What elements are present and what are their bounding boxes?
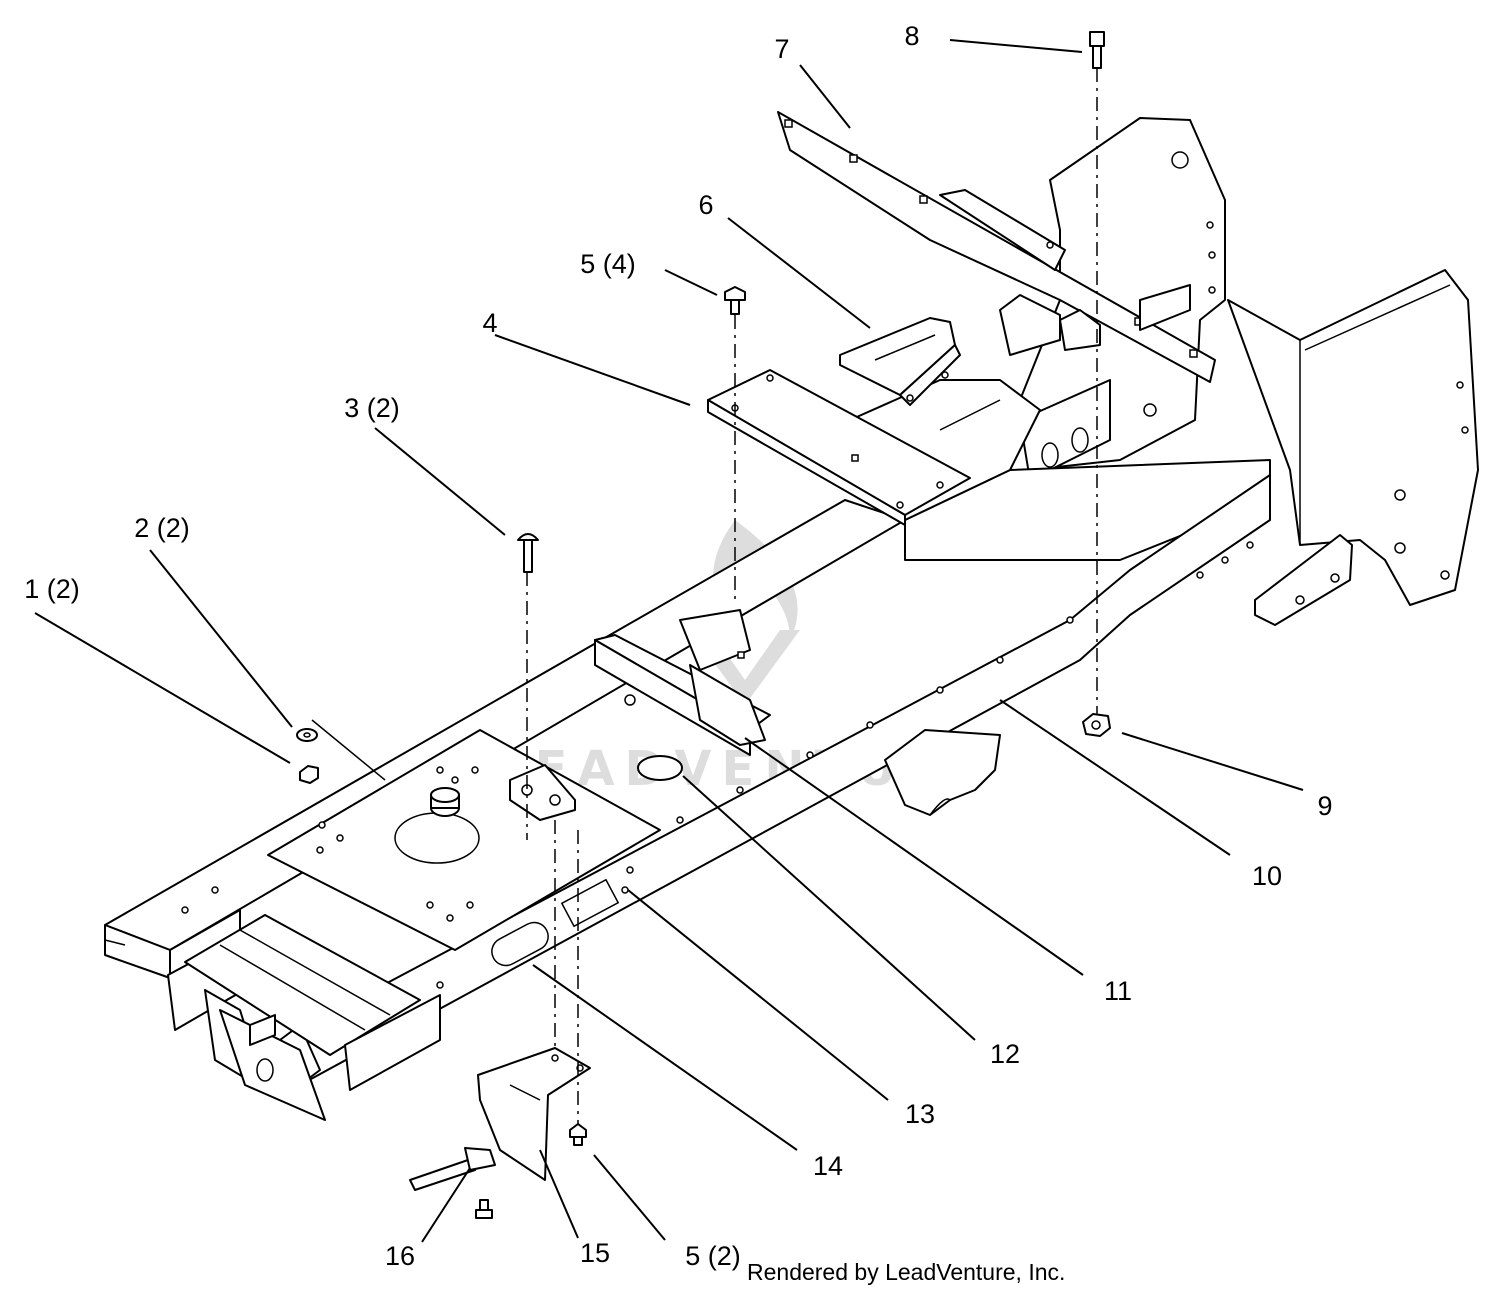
callout-12: 12 [990,1039,1020,1069]
part-16-clip [409,1147,496,1191]
callout-9: 9 [1317,791,1332,821]
front-channels [184,914,441,1121]
part-12-pivot-boss [637,755,683,781]
pivot-brackets [999,284,1191,356]
callout-3: 3 (2) [344,393,400,423]
callout-labels: 1 (2) 2 (2) 3 (2) 4 5 (4) 5 (2) 6 7 8 9 … [24,21,1332,1271]
part-15-lower-bracket [477,1047,591,1181]
callout-8: 8 [904,21,919,51]
callout-5-bottom: 5 (2) [685,1241,741,1271]
callout-13: 13 [905,1099,935,1129]
nut-icon [1082,713,1111,737]
callout-11: 11 [1104,976,1132,1006]
fasteners [296,31,1111,1219]
callout-16: 16 [385,1241,415,1271]
callout-15: 15 [580,1238,610,1268]
callout-14: 14 [813,1151,843,1181]
part-7-cross-bar [777,111,1216,383]
spring-mount [430,787,460,817]
rear-lower-bracket [884,729,1001,816]
lower-screw-icon [569,1123,587,1146]
part-6-bracket [839,317,961,406]
rear-frame-plates [1019,117,1479,626]
callout-6: 6 [698,190,713,220]
leader-lines [34,39,1304,1243]
bolt-icon [1089,31,1105,69]
washer-icon [296,728,318,742]
callout-2: 2 (2) [134,513,190,543]
callout-1: 1 (2) [24,574,80,604]
part-11-pivot-bracket [594,609,771,756]
callout-5-top: 5 (4) [580,249,636,279]
callout-4: 4 [482,308,497,338]
assembly-centerlines [311,68,1098,1124]
clip-screw-icon [475,1199,493,1219]
callout-7: 7 [774,34,789,64]
screw-icon [724,286,746,315]
small-nut-icon [299,765,319,784]
part-4-cross-plate [707,369,971,526]
carriage-bolt-icon [517,533,539,573]
render-credit: Rendered by LeadVenture, Inc. [747,1259,1065,1285]
callout-10: 10 [1252,861,1282,891]
